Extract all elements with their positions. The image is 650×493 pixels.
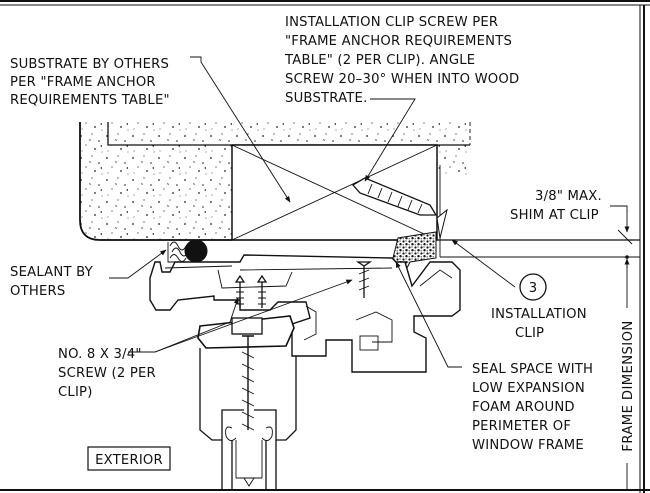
install-screw-label-line-1: INSTALLATION CLIP SCREW PER	[285, 15, 498, 30]
substrate-label-line-1: SUBSTRATE BY OTHERS	[10, 57, 169, 72]
seal-space-label-line-1: SEAL SPACE WITH	[472, 362, 593, 377]
seal-space-label-line-2: LOW EXPANSION	[472, 381, 585, 396]
shim-label: 3/8" MAX. SHIM AT CLIP	[510, 189, 602, 223]
sealant-label-line-1: SEALANT BY	[10, 265, 94, 280]
exterior-label: EXTERIOR	[87, 446, 171, 471]
install-screw-label: INSTALLATION CLIP SCREW PER "FRAME ANCHO…	[284, 15, 519, 106]
install-clip-label: INSTALLATION CLIP	[491, 307, 587, 341]
no8-screw-label-line-1: NO. 8 X 3/4"	[58, 347, 142, 362]
no8-screw-label-line-2: SCREW (2 PER	[58, 366, 156, 381]
seal-space-label: SEAL SPACE WITH LOW EXPANSION FOAM AROUN…	[472, 362, 593, 453]
install-clip-label-line-2: CLIP	[515, 326, 544, 341]
mullion	[199, 335, 297, 490]
no8-screw-label: NO. 8 X 3/4" SCREW (2 PER CLIP)	[58, 347, 156, 400]
shim-label-line-1: 3/8" MAX.	[535, 189, 602, 204]
frame-dimension-label: FRAME DIMENSION	[621, 320, 636, 451]
sealant-backer-rod	[167, 239, 208, 263]
install-screw-label-line-2: "FRAME ANCHOR REQUIREMENTS	[285, 34, 512, 49]
shim-label-line-2: SHIM AT CLIP	[510, 208, 599, 223]
no8-screw-label-line-3: CLIP)	[58, 385, 93, 400]
callout-bubble-3: 3	[519, 273, 547, 301]
window-frame-profile	[149, 254, 461, 373]
substrate-label-line-2: PER "FRAME ANCHOR	[10, 75, 156, 90]
callout-number: 3	[529, 281, 538, 296]
install-screw-label-line-4: SCREW 20–30° WHEN INTO WOOD	[285, 72, 519, 87]
substrate-label: SUBSTRATE BY OTHERS PER "FRAME ANCHOR RE…	[10, 57, 170, 108]
sealant-label-line-2: OTHERS	[10, 284, 65, 299]
leader-lines	[109, 56, 516, 368]
exterior-label-text: EXTERIOR	[95, 453, 163, 468]
sealant-label: SEALANT BY OTHERS	[10, 265, 94, 299]
install-screw-label-line-3: TABLE" (2 PER CLIP). ANGLE	[284, 53, 475, 68]
install-clip-label-line-1: INSTALLATION	[491, 307, 587, 322]
seal-space-label-line-4: PERIMETER OF	[472, 419, 571, 434]
installation-clip-body	[197, 261, 373, 349]
seal-space-label-line-3: FOAM AROUND	[472, 400, 575, 415]
shim-dimension-line	[610, 205, 630, 268]
install-screw-label-line-5: SUBSTRATE.	[285, 91, 367, 106]
substrate-label-line-3: REQUIREMENTS TABLE"	[10, 93, 170, 108]
seal-space-label-line-5: WINDOW FRAME	[472, 438, 584, 453]
